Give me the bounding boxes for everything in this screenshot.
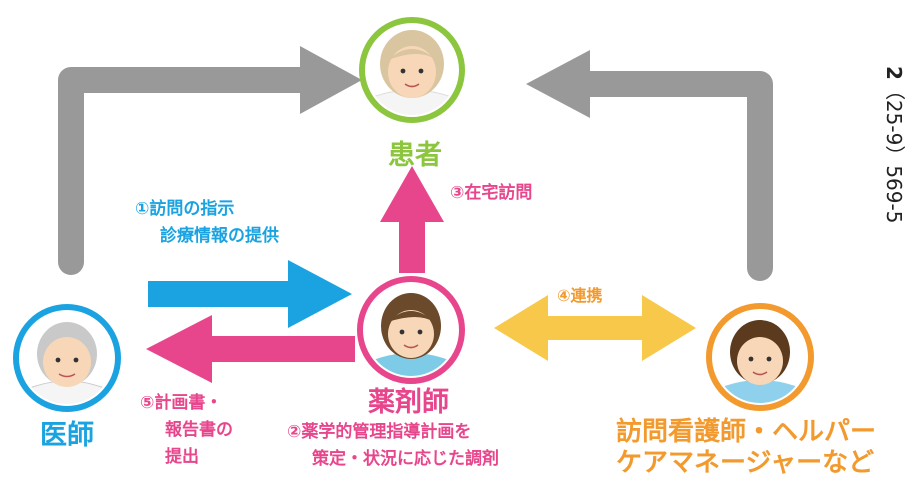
- side-text: 2（25‑9）569‑5: [882, 66, 906, 224]
- visit-arrow-head: [380, 166, 444, 222]
- care-label-line2: ケアマネージャーなど: [616, 448, 875, 478]
- care-worker-avatar: [706, 303, 814, 411]
- instruction-arrow-shaft: [148, 281, 298, 307]
- pharmacist-avatar: [357, 276, 465, 384]
- link-arrow-shaft: [545, 316, 645, 340]
- step1-line2: 診療情報の提供: [160, 226, 279, 246]
- doctor-to-patient-arrow: [58, 67, 313, 275]
- side-text-head: 2: [882, 66, 906, 80]
- step5-line1: ⑤計画書・: [140, 393, 223, 413]
- link-arrow-head-left: [494, 295, 548, 361]
- pharmacist-label: 薬剤師: [368, 387, 449, 418]
- care-label-line1: 訪問看護師・ヘルパー: [616, 417, 877, 447]
- step2-line2: 策定・状況に応じた調剤: [312, 449, 499, 469]
- report-arrow-head: [146, 315, 212, 383]
- step1-line1: ①訪問の指示: [135, 199, 235, 219]
- step3-label: ③在宅訪問: [450, 183, 533, 203]
- step4-label: ④連携: [557, 286, 603, 305]
- patient-label: 患者: [388, 140, 442, 171]
- care-to-patient-arrowhead: [526, 50, 590, 118]
- instruction-arrow-head: [288, 260, 352, 328]
- step2-line1: ②薬学的管理指導計画を: [287, 422, 472, 442]
- step5-line2: 報告書の: [165, 420, 233, 440]
- report-arrow-shaft: [205, 336, 355, 362]
- link-arrow-head-right: [642, 295, 696, 361]
- side-text-body: （25‑9）569‑5: [882, 79, 906, 224]
- patient-avatar: [359, 17, 465, 123]
- visit-arrow-shaft: [399, 215, 425, 273]
- doctor-avatar: [13, 304, 121, 412]
- doctor-label: 医師: [40, 420, 94, 451]
- doctor-to-patient-arrowhead: [300, 46, 362, 114]
- step5-line3: 提出: [165, 447, 199, 467]
- care-to-patient-arrow: [577, 71, 773, 281]
